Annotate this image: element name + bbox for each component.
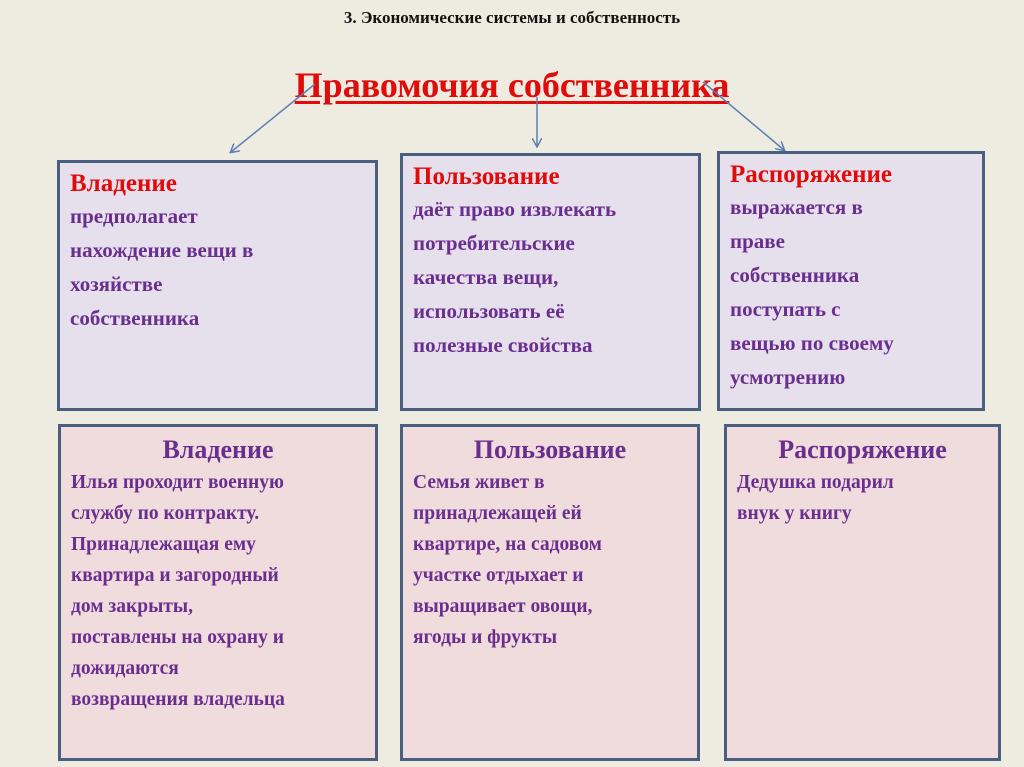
definition-term: Распоряжение <box>730 161 892 188</box>
definition-box-use: Пользование даёт право извлекать потреби… <box>400 153 701 411</box>
example-text: Семья живет в принадлежащей ей квартире,… <box>413 472 602 648</box>
definition-box-disposal: Распоряжение выражается в праве собствен… <box>717 151 985 411</box>
definition-term: Пользование <box>413 163 560 190</box>
example-text: Дедушка подарил внук у книгу <box>737 472 894 524</box>
definition-text: выражается в праве собственника поступат… <box>730 195 894 389</box>
slide-title: 3. Экономические системы и собственность <box>343 8 681 27</box>
example-term: Владение <box>162 435 274 464</box>
definition-term: Владение <box>70 170 177 197</box>
main-heading: Правомочия собственника <box>294 65 730 105</box>
example-term: Распоряжение <box>778 435 947 464</box>
definition-text: предполагает нахождение вещи в хозяйстве… <box>70 204 254 330</box>
example-box-disposal: Распоряжение Дедушка подарил внук у книг… <box>724 424 1001 761</box>
example-text: Илья проходит военную службу по контракт… <box>71 472 285 710</box>
example-box-ownership: Владение Илья проходит военную службу по… <box>58 424 378 761</box>
definition-text: даёт право извлекать потребительские кач… <box>413 197 617 357</box>
definition-box-ownership: Владение предполагает нахождение вещи в … <box>57 160 378 411</box>
example-box-use: Пользование Семья живет в принадлежащей … <box>400 424 700 761</box>
example-term: Пользование <box>473 435 627 464</box>
